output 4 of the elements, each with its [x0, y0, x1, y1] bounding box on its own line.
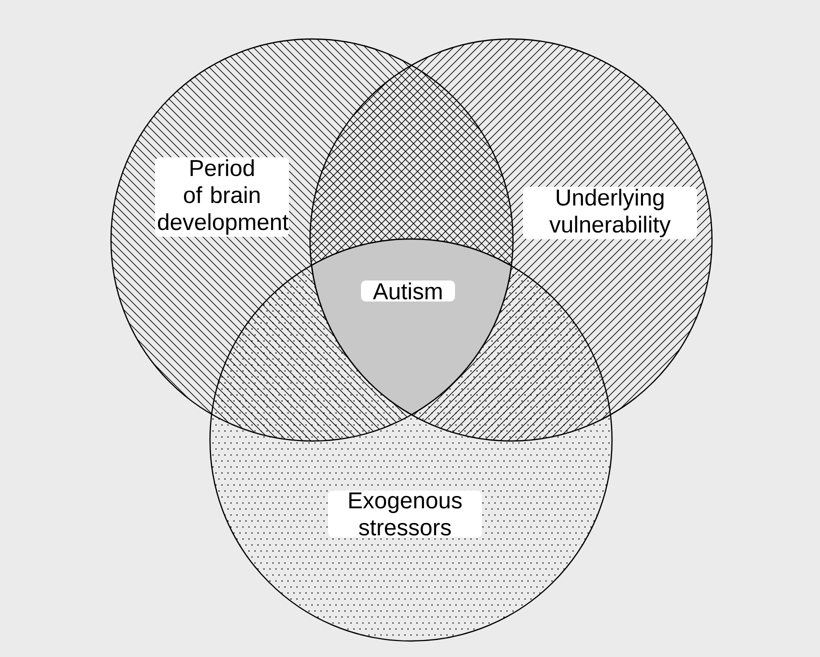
region-label: Exogenous stressors	[328, 490, 482, 538]
region-label: Period of brain development	[155, 157, 289, 237]
region-label: Autism	[361, 280, 455, 302]
region-label: Underlying vulnerability	[523, 186, 697, 240]
